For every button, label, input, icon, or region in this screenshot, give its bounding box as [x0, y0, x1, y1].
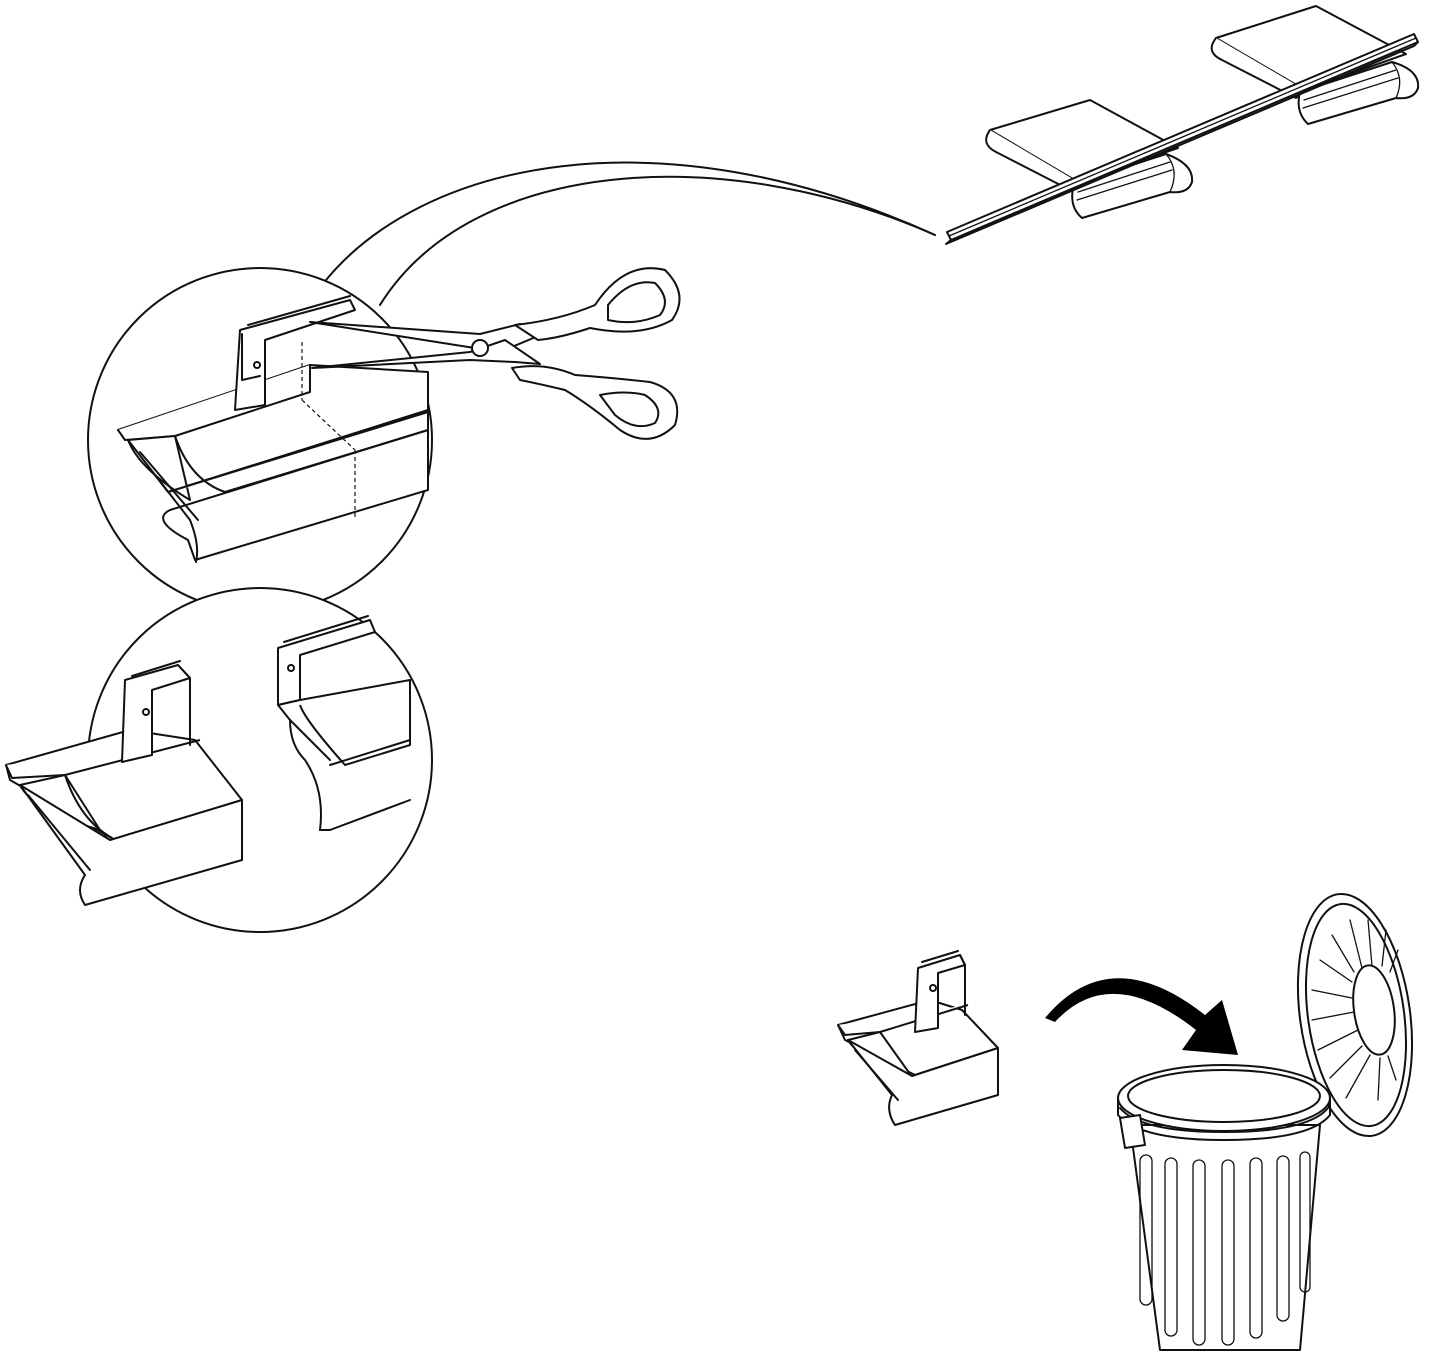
- trash-body: [1118, 1065, 1330, 1350]
- discarded-piece: [838, 951, 998, 1125]
- cut-result-circle: [6, 588, 432, 932]
- curved-arrow-icon: [1045, 978, 1238, 1055]
- book-left: [986, 100, 1192, 218]
- trash-can-icon: [1118, 887, 1426, 1350]
- books-with-strip-group: [946, 6, 1418, 244]
- cut-detail-circle: [88, 268, 432, 612]
